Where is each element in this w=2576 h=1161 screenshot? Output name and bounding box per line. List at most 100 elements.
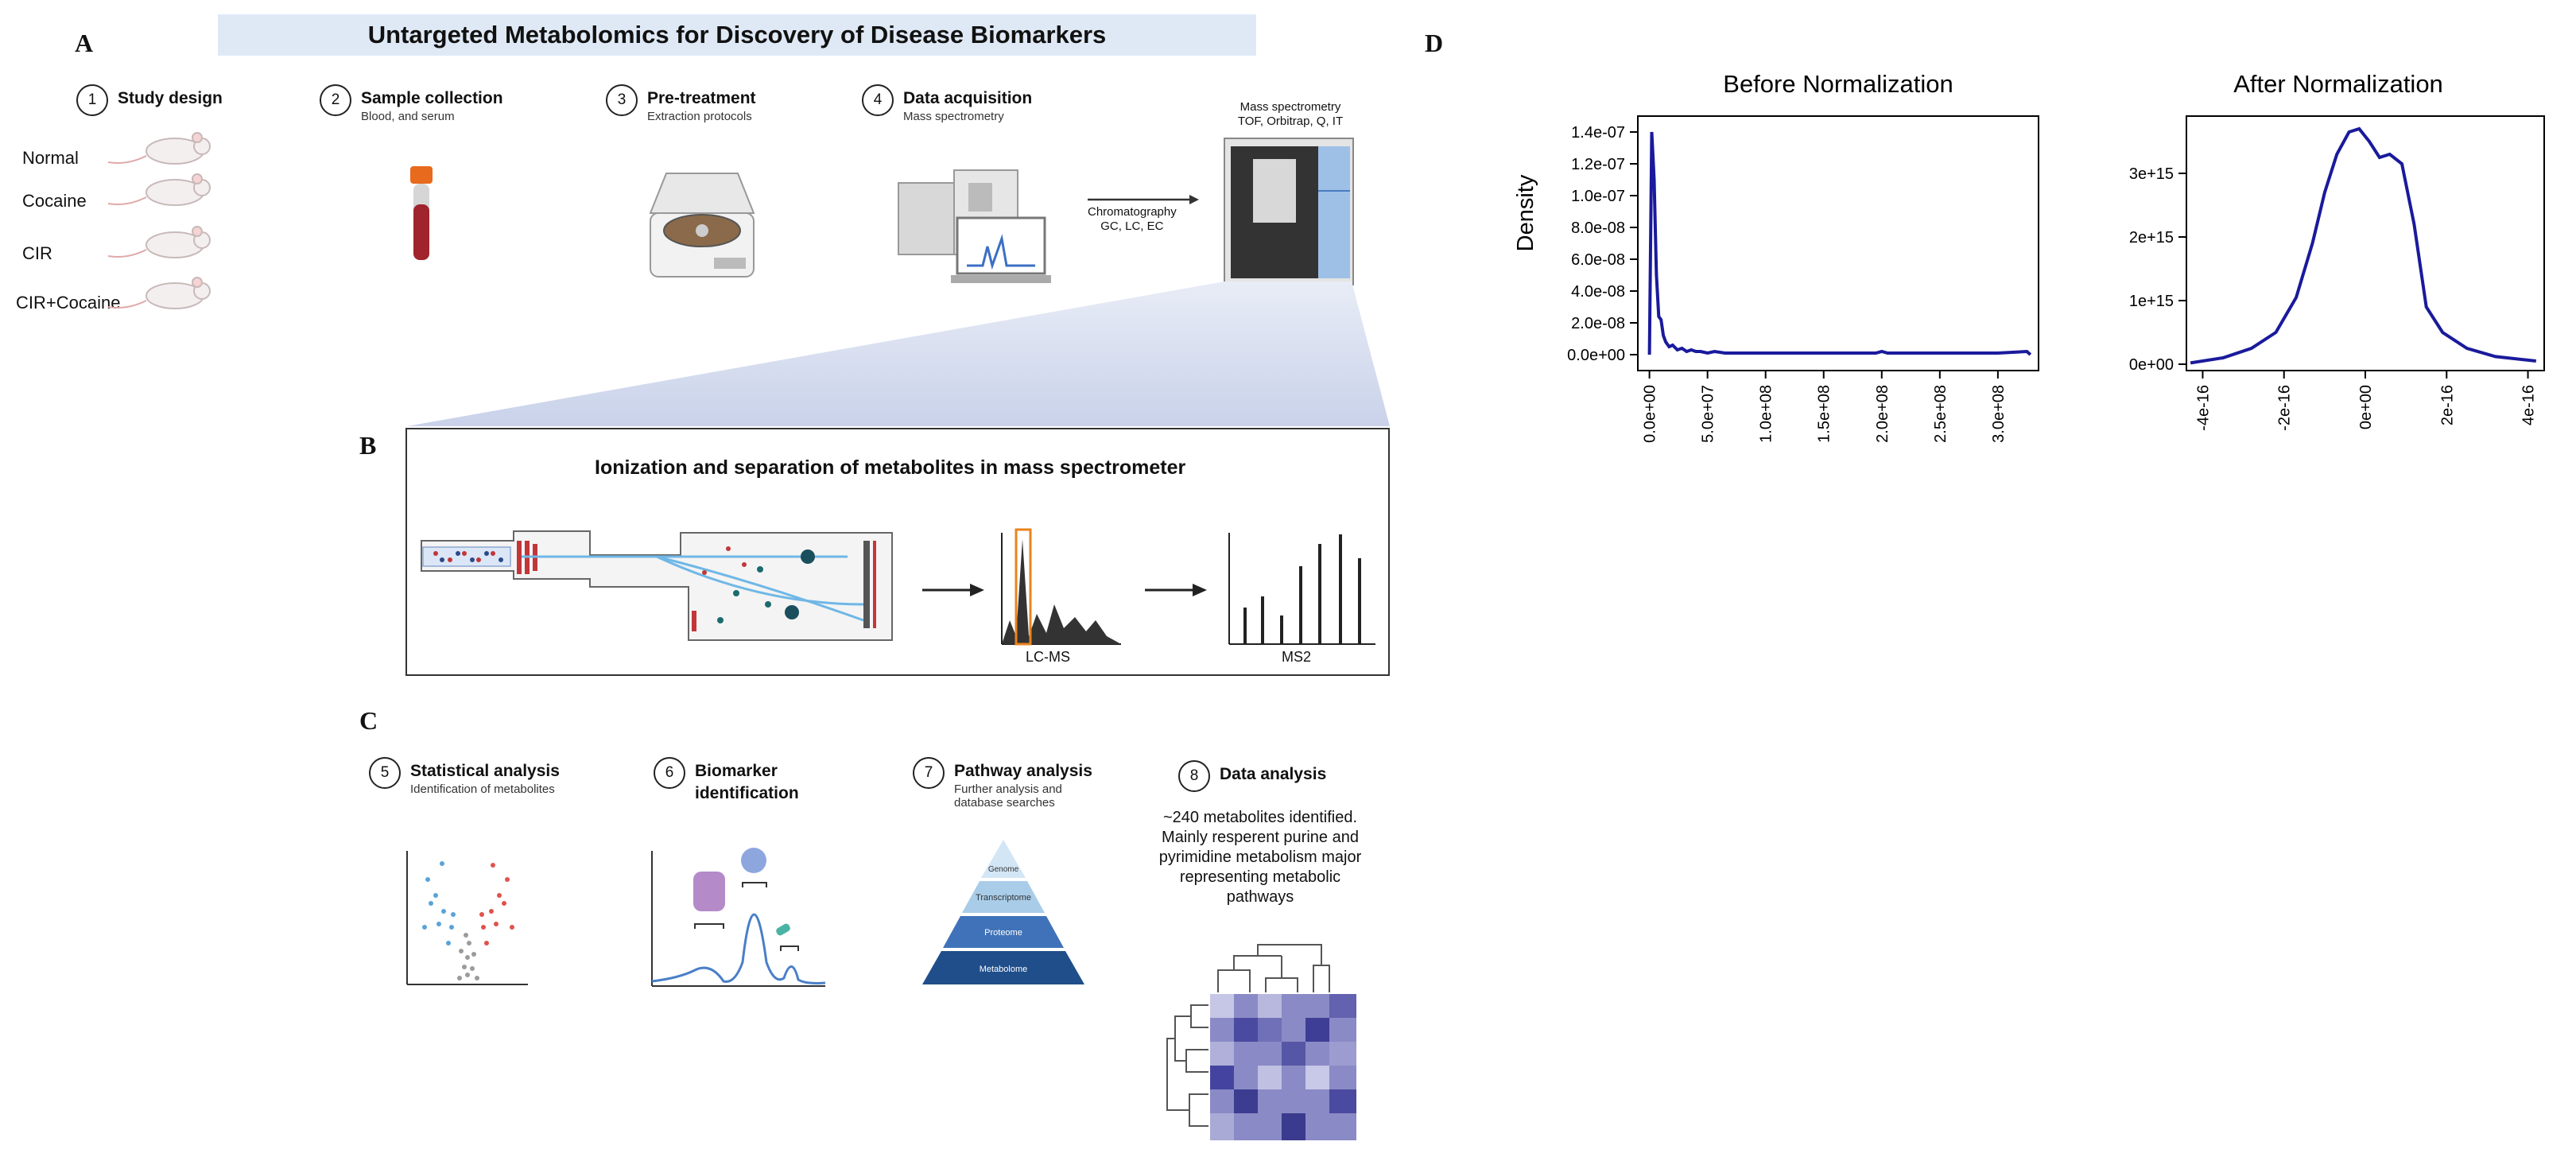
- x-tick-label: 1.5e+08: [1816, 385, 1833, 443]
- x-tick-label: 0.0e+00: [1642, 385, 1659, 443]
- step-number: 4: [862, 84, 894, 116]
- group-label-cir-cocaine: CIR+Cocaine: [16, 293, 121, 313]
- x-tick-label: -2e-16: [2276, 385, 2294, 431]
- chart-before-normalization: Before Normalization Density 0.0e+00 2.0e…: [1513, 70, 2039, 443]
- data-analysis-text: ~240 metabolites identified. Mainly resp…: [1158, 809, 1362, 906]
- mouse-icon: [107, 132, 211, 165]
- mass-spec-workstation-icon: [898, 169, 1051, 283]
- step-subtitle: Extraction protocols: [647, 110, 752, 123]
- arrow-right-icon: [1088, 195, 1199, 204]
- y-tick-label: 3e+15: [2129, 165, 2174, 183]
- step-title: Pathway analysis: [954, 762, 1092, 780]
- group-label-normal: Normal: [22, 148, 79, 168]
- x-tick-label: -4e-16: [2194, 385, 2212, 431]
- panel-letter-d: D: [1425, 29, 1444, 57]
- omics-pyramid: Genome Transcriptome Proteome Metabolome: [922, 840, 1084, 984]
- chart-title: Before Normalization: [1723, 70, 1953, 98]
- mouse-icon: [107, 277, 211, 309]
- density-line: [2190, 126, 2537, 365]
- group-label-cocaine: Cocaine: [22, 191, 87, 211]
- step-study-design: 1 Study design: [76, 84, 223, 116]
- chromatography-label: Chromatography GC, LC, EC: [1088, 205, 1177, 233]
- step-number: 6: [654, 757, 685, 789]
- x-tick-label: 2e-16: [2438, 385, 2456, 425]
- lcms-caption: LC-MS: [1026, 649, 1071, 665]
- column-dendrogram: [1217, 944, 1330, 992]
- mass-spectrometer-schematic: [421, 528, 1375, 646]
- step-title: Sample collection: [361, 89, 503, 107]
- y-tick-label: 1e+15: [2129, 293, 2174, 310]
- heatmap-grid: [1210, 994, 1356, 1140]
- step-biomarker-identification: 6 Biomarker identification: [654, 757, 799, 805]
- ms2-caption: MS2: [1282, 649, 1312, 665]
- y-tick-label: 2e+15: [2129, 229, 2174, 247]
- y-tick-label: 0.0e+00: [1567, 347, 1625, 364]
- blood-tube-icon: [410, 166, 433, 260]
- step-number: 8: [1178, 760, 1210, 792]
- step-data-analysis: 8 Data analysis: [1178, 760, 1326, 792]
- step-number: 2: [320, 84, 351, 116]
- chart-after-normalization: After Normalization 0e+001e+152e+153e+15…: [2129, 70, 2545, 431]
- mouse-icon: [107, 173, 211, 206]
- y-tick-label: 2.0e-08: [1571, 315, 1625, 332]
- mice-illustration: [107, 132, 211, 309]
- step-subtitle: Identification of metabolites: [410, 782, 555, 796]
- pyramid-level-proteome: Proteome: [984, 928, 1022, 938]
- pyramid-level-metabolome: Metabolome: [980, 965, 1028, 974]
- y-tick-label: 1.2e-07: [1571, 156, 1625, 173]
- zoom-projection: [407, 282, 1390, 426]
- plot-frame: [2186, 115, 2545, 371]
- x-tick-label: 2.5e+08: [1932, 385, 1949, 443]
- step-number: 1: [76, 84, 108, 116]
- y-tick-label: 4.0e-08: [1571, 283, 1625, 301]
- x-tick-label: 3.0e+08: [1990, 385, 2008, 443]
- panel-b-title: Ionization and separation of metabolites…: [595, 456, 1186, 479]
- step-title: Data acquisition: [903, 89, 1033, 107]
- step-title: Pre-treatment: [647, 89, 756, 107]
- y-tick-label: 6.0e-08: [1571, 251, 1625, 269]
- step-title: Data analysis: [1220, 765, 1327, 783]
- step-number: 5: [369, 757, 401, 789]
- x-tick-label: 4e-16: [2520, 385, 2538, 425]
- mass-spectrometer-icon: [1224, 138, 1354, 285]
- density-line: [1647, 131, 2032, 356]
- pyramid-level-genome: Genome: [988, 865, 1019, 874]
- row-dendrogram: [1166, 1004, 1208, 1127]
- step-subtitle: Further analysis and database searches: [954, 782, 1062, 810]
- heatmap-dendrogram: [1166, 944, 1356, 1140]
- step-subtitle: Blood, and serum: [361, 110, 455, 123]
- step-pre-treatment: 3 Pre-treatment Extraction protocols: [606, 84, 756, 123]
- step-data-acquisition: 4 Data acquisition Mass spectrometry: [862, 84, 1032, 123]
- banner-title: Untargeted Metabolomics for Discovery of…: [218, 14, 1256, 56]
- mass-spectrometry-label: Mass spectrometry TOF, Orbitrap, Q, IT: [1237, 100, 1344, 128]
- step-pathway-analysis: 7 Pathway analysis Further analysis and …: [913, 757, 1097, 810]
- y-tick-label: 0e+00: [2129, 356, 2174, 374]
- panel-b-box: Ionization and separation of metabolites…: [405, 428, 1390, 676]
- biomarker-peaks-icon: [651, 848, 826, 987]
- step-title: Study design: [118, 89, 223, 107]
- step-number: 7: [913, 757, 945, 789]
- x-tick-label: 5.0e+07: [1700, 385, 1717, 443]
- panel-letter-b: B: [359, 431, 377, 460]
- step-title: Biomarker identification: [695, 762, 799, 802]
- step-statistical-analysis: 5 Statistical analysis Identification of…: [369, 757, 560, 796]
- step-subtitle: Mass spectrometry: [903, 110, 1004, 123]
- volcano-plot-icon: [406, 851, 528, 985]
- centrifuge-icon: [649, 173, 755, 278]
- step-title: Statistical analysis: [410, 762, 560, 780]
- mouse-icon: [107, 226, 211, 258]
- panel-letter-a: A: [75, 29, 94, 57]
- pyramid-level-transcriptome: Transcriptome: [976, 893, 1031, 903]
- step-number: 3: [606, 84, 638, 116]
- x-tick-label: 1.0e+08: [1758, 385, 1775, 443]
- y-tick-label: 8.0e-08: [1571, 219, 1625, 237]
- y-tick-label: 1.4e-07: [1571, 124, 1625, 142]
- plot-frame: [1637, 115, 2039, 371]
- x-tick-label: 2.0e+08: [1874, 385, 1891, 443]
- panel-letter-c: C: [359, 706, 378, 735]
- y-tick-label: 1.0e-07: [1571, 188, 1625, 205]
- group-label-cir: CIR: [22, 243, 52, 263]
- step-sample-collection: 2 Sample collection Blood, and serum: [320, 84, 503, 123]
- x-tick-label: 0e+00: [2357, 385, 2375, 429]
- y-axis-label: Density: [1513, 174, 1538, 251]
